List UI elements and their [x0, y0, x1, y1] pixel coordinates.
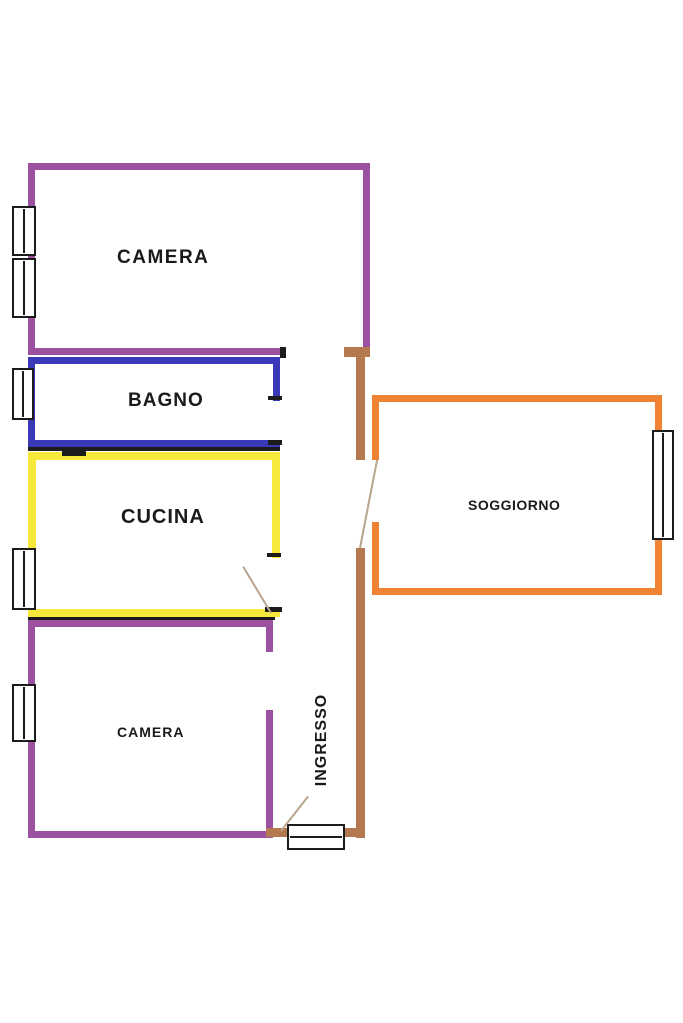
window-icon-ingresso — [287, 824, 345, 850]
window-mullion — [23, 209, 25, 253]
wall-tick-cucina — [62, 451, 86, 456]
room-label-cucina: CUCINA — [121, 506, 205, 528]
door-jamb-cucina-top — [267, 553, 281, 557]
door-opening-cucina — [268, 558, 281, 607]
corridor-wall-bottom-left — [266, 828, 290, 837]
door-opening-soggiorno — [372, 460, 379, 522]
window-icon-soggiorno — [652, 430, 674, 540]
door-jamb-camera-top — [280, 347, 286, 358]
wall-cucina-camera — [28, 617, 275, 620]
window-mullion — [22, 371, 24, 417]
door-opening-bagno — [268, 401, 281, 440]
corridor-wall-bottom-right — [342, 828, 365, 837]
door-jamb-cucina-bottom — [265, 607, 282, 612]
room-soggiorno — [372, 395, 662, 595]
corridor-wall-upper — [356, 355, 365, 460]
window-icon-camera-bottom — [12, 684, 36, 742]
room-label-camera-bottom: CAMERA — [117, 724, 185, 740]
window-mullion — [23, 687, 25, 739]
door-jamb-bagno-top — [268, 396, 282, 400]
window-mullion — [662, 433, 664, 537]
window-icon-camera-top-upper — [12, 206, 36, 256]
room-label-soggiorno: SOGGIORNO — [468, 497, 561, 513]
room-cucina — [28, 452, 280, 617]
door-opening-camera-bottom — [264, 652, 275, 710]
door-jamb-bagno-bottom — [268, 440, 282, 445]
room-label-camera-top: CAMERA — [117, 247, 210, 268]
wall-bagno-cucina — [28, 447, 280, 451]
room-label-bagno: BAGNO — [128, 390, 204, 411]
corridor-wall-top-corner — [344, 347, 370, 357]
window-mullion — [23, 551, 25, 607]
door-opening-camera-top — [286, 347, 344, 357]
corridor-wall-lower — [356, 548, 365, 838]
window-icon-cucina — [12, 548, 36, 610]
window-mullion — [290, 836, 342, 838]
window-icon-bagno — [12, 368, 34, 420]
window-icon-camera-top-lower — [12, 258, 36, 318]
window-mullion — [23, 261, 25, 315]
room-label-ingresso: INGRESSO — [313, 693, 330, 787]
